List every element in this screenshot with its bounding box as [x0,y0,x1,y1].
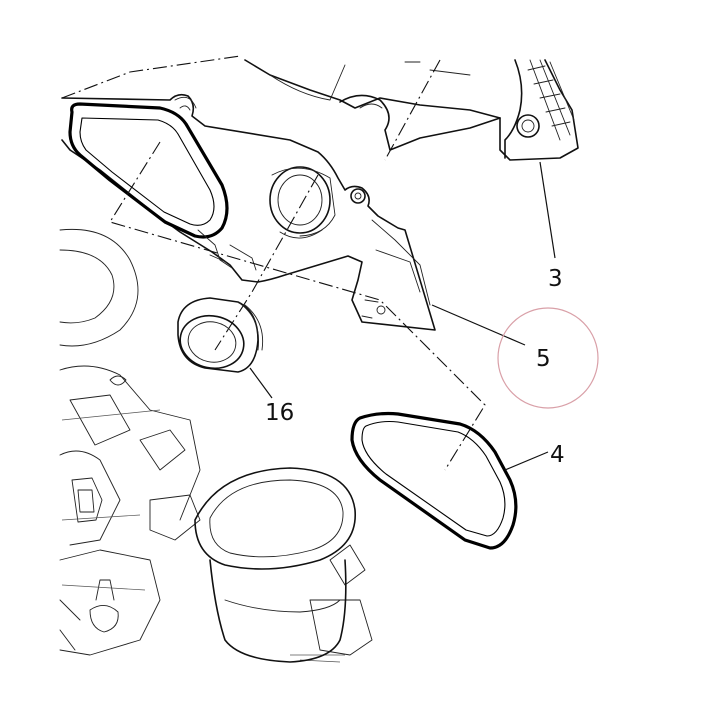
callout-16: 16 [265,400,294,426]
leader-4 [504,451,549,471]
part-16-seal-ring [177,297,264,373]
part-3-housing-bracket [244,59,579,161]
part-4-gasket [350,411,518,550]
exhaust-flange [194,467,356,663]
leader-3 [539,161,556,259]
callout-5: 5 [536,346,551,372]
leader-16 [249,367,273,399]
engine-block-background [59,228,373,663]
assembly-center-lines [61,55,486,471]
leader-lines [249,161,556,471]
callout-3: 3 [548,266,563,292]
leader-5 [431,304,526,346]
part-5-cover [61,93,436,331]
highlight-circle [497,307,599,409]
callout-4: 4 [550,442,565,468]
